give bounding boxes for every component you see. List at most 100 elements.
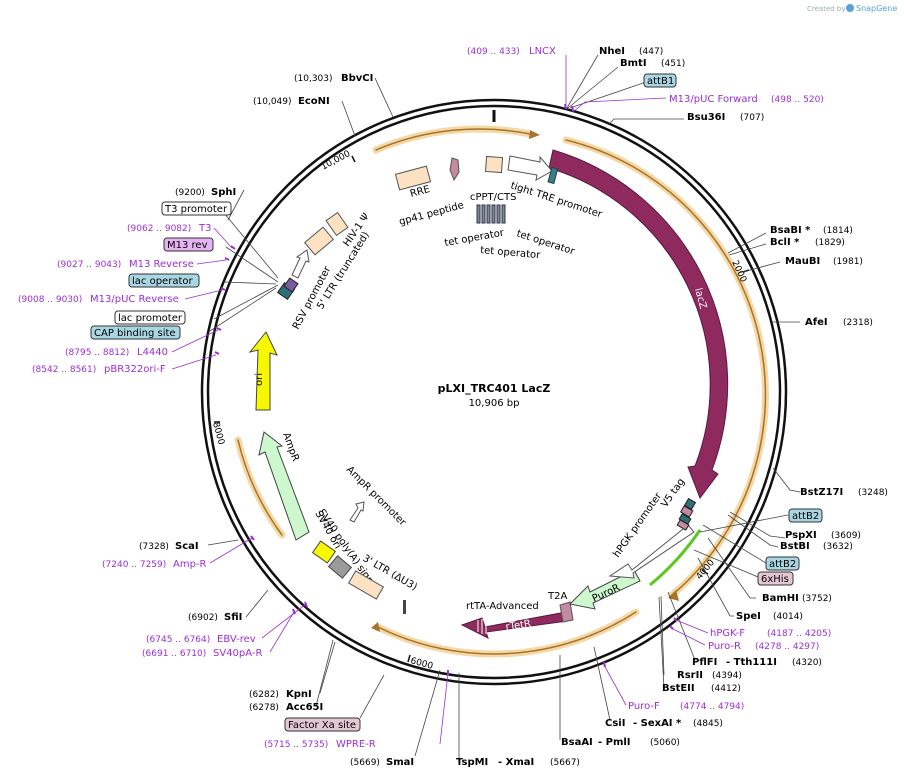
enzyme-bstz17i[interactable]: BstZ17I xyxy=(800,487,843,498)
enzyme-rsrii[interactable]: RsrII xyxy=(677,670,703,681)
primer-wpre-r-pos: (5715 .. 5735) xyxy=(264,740,328,750)
primer-puro-f[interactable]: Puro-F xyxy=(628,701,660,712)
rre-label: RRE xyxy=(409,184,431,200)
enzyme-bbvci-pos: (10,303) xyxy=(294,74,333,84)
primer-lncx[interactable]: LNCX xyxy=(529,46,556,57)
enzyme-pflfi[interactable]: PflFI xyxy=(692,657,717,668)
site-cap-binding[interactable]: CAP binding site xyxy=(90,325,181,340)
enzyme-tth111i[interactable]: - Tth111I xyxy=(726,657,777,668)
enzyme-maubi[interactable]: MauBI xyxy=(785,256,820,267)
primer-sv40pa-r[interactable]: SV40pA-R xyxy=(213,648,262,659)
svg-text:lac operator: lac operator xyxy=(132,276,193,287)
site-factor-xa[interactable]: Factor Xa site xyxy=(284,717,361,732)
enzyme-bbvci[interactable]: BbvCI xyxy=(341,73,373,84)
primer-pbr322ori-f[interactable]: pBR322ori-F xyxy=(104,364,166,375)
enzyme-spei[interactable]: SpeI xyxy=(736,611,761,622)
primer-m13-puc-forward[interactable]: M13/pUC Forward xyxy=(669,94,758,105)
primer-puro-r[interactable]: Puro-R xyxy=(708,641,741,652)
enzyme-pspxi-pos: (3609) xyxy=(831,531,861,541)
cppt-label: cPPT/CTS xyxy=(470,192,516,203)
primer-pbr322ori-f-pos: (8542 .. 8561) xyxy=(32,365,96,375)
enzyme-sfii[interactable]: SfiI xyxy=(224,612,242,623)
enzyme-bsu36i-pos: (707) xyxy=(740,113,764,123)
feature-cppt-cts[interactable]: cPPT/CTS xyxy=(470,155,516,203)
enzyme-csii[interactable]: CsiI xyxy=(605,718,625,729)
enzyme-sphi-pos: (9200) xyxy=(175,188,205,198)
site-attb2-b[interactable]: attB2 xyxy=(765,556,800,571)
site-lac-operator[interactable]: lac operator xyxy=(128,273,200,288)
tight-tre-label: tight TRE promoter xyxy=(509,180,604,220)
primer-hpgk-f-pos: (4187 .. 4205) xyxy=(767,629,831,639)
enzyme-bsteii-pos: (4412) xyxy=(711,684,741,694)
enzyme-acc65i-pos: (6278) xyxy=(249,703,279,713)
site-attb2-a[interactable]: attB2 xyxy=(788,508,823,523)
enzyme-bmti-pos: (451) xyxy=(661,59,685,69)
enzyme-acc65i[interactable]: Acc65I xyxy=(286,702,323,713)
enzyme-afei[interactable]: AfeI xyxy=(805,317,828,328)
enzyme-sexai[interactable]: - SexAI * xyxy=(633,718,682,729)
primer-ebv-rev-pos: (6745 .. 6764) xyxy=(146,635,210,645)
feature-v5-tag[interactable]: V5 tag xyxy=(659,477,697,531)
primer-l4440[interactable]: L4440 xyxy=(137,347,168,358)
enzyme-nhei[interactable]: NheI xyxy=(599,46,625,57)
plasmid-backbone xyxy=(200,98,788,686)
feature-rre[interactable]: RRE xyxy=(394,165,431,200)
feature-lacz[interactable]: lacZ xyxy=(548,149,729,500)
feature-ampr[interactable]: AmpR xyxy=(258,431,310,541)
enzyme-bmti[interactable]: BmtI xyxy=(620,58,647,69)
enzyme-pmli-pos: (5060) xyxy=(650,738,680,748)
site-t3-promoter[interactable]: T3 promoter xyxy=(161,201,232,216)
primer-wpre-r[interactable]: WPRE-R xyxy=(336,739,376,750)
lacz-label: lacZ xyxy=(692,287,708,311)
enzyme-bcli-pos: (1829) xyxy=(815,238,845,248)
site-m13-rev[interactable]: M13 rev xyxy=(163,237,214,252)
enzyme-leaders xyxy=(207,54,801,759)
enzyme-bsaai[interactable]: BsaAI xyxy=(561,737,593,748)
enzyme-xmai[interactable]: - XmaI xyxy=(498,757,534,768)
enzyme-econi[interactable]: EcoNI xyxy=(298,96,330,107)
enzyme-bsteii[interactable]: BstEII xyxy=(662,683,695,694)
primer-amp-r[interactable]: Amp-R xyxy=(173,559,207,570)
hpgk-label: hPGK promoter xyxy=(611,490,664,560)
enzyme-spei-pos: (4014) xyxy=(773,612,803,622)
enzyme-sfii-pos: (6902) xyxy=(188,613,218,623)
feature-t2a[interactable]: T2A xyxy=(547,591,574,623)
svg-text:T3 promoter: T3 promoter xyxy=(164,204,228,215)
created-by-text: Created by xyxy=(807,5,846,13)
enzyme-tth111i-pos: (4320) xyxy=(792,658,822,668)
primer-amp-r-pos: (7240 .. 7259) xyxy=(102,560,166,570)
snapgene-logo-icon xyxy=(846,4,854,12)
enzyme-bstbi[interactable]: BstBI xyxy=(780,541,810,552)
enzyme-tspmi[interactable]: TspMI xyxy=(456,757,488,768)
primer-hpgk-f[interactable]: hPGK-F xyxy=(710,628,745,639)
enzyme-bsabi[interactable]: BsaBI * xyxy=(770,225,811,236)
primer-sv40pa-r-pos: (6691 .. 6710) xyxy=(142,649,206,659)
enzyme-pspxi[interactable]: PspXI xyxy=(785,530,817,541)
enzyme-bcli[interactable]: BclI * xyxy=(770,237,800,248)
enzyme-scai[interactable]: ScaI xyxy=(175,541,199,552)
enzyme-bsu36i[interactable]: Bsu36I xyxy=(687,112,725,123)
feature-tet-operators[interactable]: tet operator tet operator tet operator xyxy=(444,204,577,261)
feature-hpgk-promoter[interactable]: hPGK promoter xyxy=(608,490,695,579)
enzyme-pmli[interactable]: - PmlI xyxy=(598,737,631,748)
feature-rtetr[interactable]: rTetR rtTA-Advanced xyxy=(460,601,569,639)
primer-m13-puc-reverse[interactable]: M13/pUC Reverse xyxy=(90,294,179,305)
feature-gp41[interactable]: gp41 peptide xyxy=(398,157,465,228)
snapgene-brand-text: SnapGene xyxy=(856,4,897,13)
feature-ampr-promoter[interactable]: AmpR promoter xyxy=(344,464,409,529)
feature-ori[interactable]: ori xyxy=(248,331,278,411)
primer-ebv-rev[interactable]: EBV-rev xyxy=(217,634,256,645)
primer-leaders xyxy=(171,55,709,745)
site-attb1[interactable]: attB1 xyxy=(643,73,677,88)
enzyme-sphi[interactable]: SphI xyxy=(211,187,236,198)
enzyme-econi-pos: (10,049) xyxy=(253,97,292,107)
ampr-label: AmpR xyxy=(280,431,301,463)
site-6xhis[interactable]: 6xHis xyxy=(757,571,794,586)
enzyme-smai[interactable]: SmaI xyxy=(386,757,414,768)
enzyme-kpni[interactable]: KpnI xyxy=(286,689,312,700)
enzyme-sexai-pos: (4845) xyxy=(693,719,723,729)
primer-t3[interactable]: T3 xyxy=(198,223,211,234)
primer-m13-reverse[interactable]: M13 Reverse xyxy=(129,259,194,270)
enzyme-bamhi[interactable]: BamHI xyxy=(762,593,799,604)
site-lac-promoter[interactable]: lac promoter xyxy=(114,310,186,325)
